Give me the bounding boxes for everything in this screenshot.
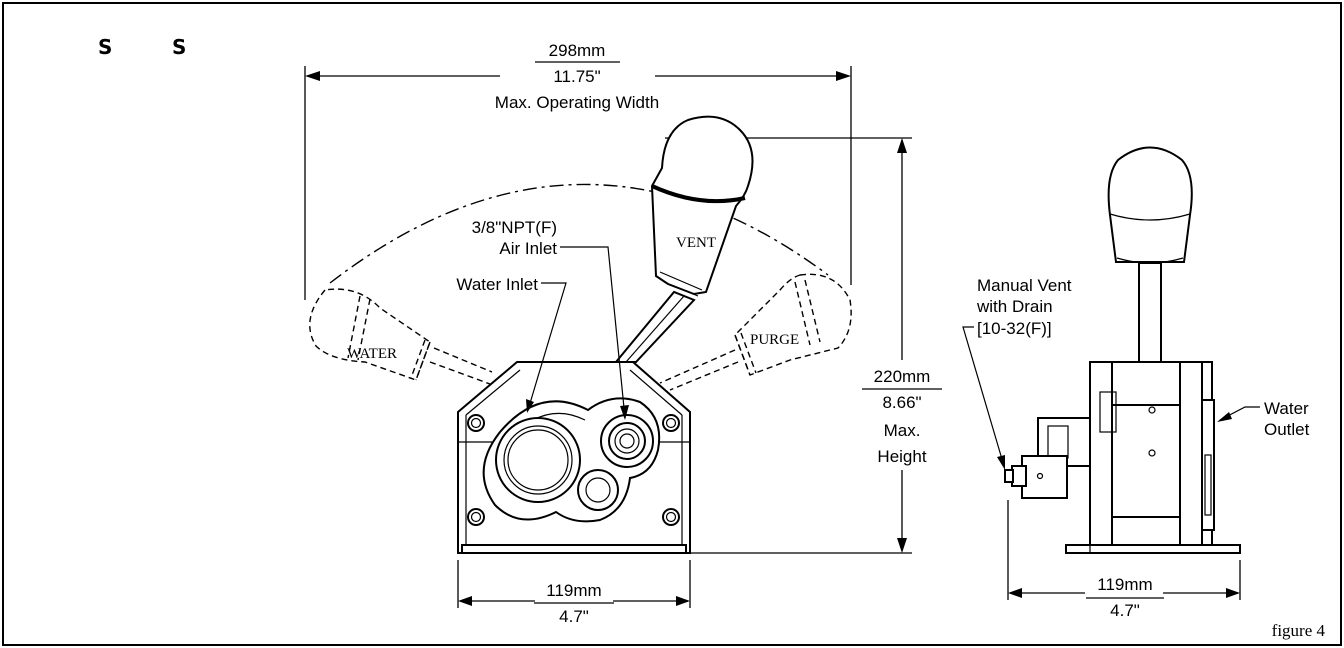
manual-vent-callout: Manual Vent with Drain [10-32(F)] bbox=[962, 276, 1072, 470]
water-handle-label: WATER bbox=[347, 346, 397, 362]
height-mm: 220mm bbox=[874, 367, 931, 386]
manual-vent-label-1: Manual Vent bbox=[977, 276, 1072, 295]
figure-caption: figure 4 bbox=[1272, 621, 1326, 640]
side-knob bbox=[1107, 146, 1193, 263]
corner-mark-left: S bbox=[98, 35, 112, 59]
height-label-max: Max. bbox=[884, 421, 921, 440]
front-view: WATER PURGE VENT bbox=[309, 115, 852, 554]
side-base-inch: 4.7" bbox=[1110, 601, 1140, 620]
width-inch: 11.75" bbox=[553, 67, 600, 86]
water-outlet-callout: Water Outlet bbox=[1217, 399, 1310, 439]
side-base-dimension: 119mm 4.7" bbox=[1007, 500, 1241, 620]
manual-vent-label-3: [10-32(F)] bbox=[977, 319, 1052, 338]
purge-handle-label: PURGE bbox=[750, 332, 799, 348]
lever-shaft bbox=[613, 290, 696, 363]
side-view bbox=[1004, 146, 1241, 554]
front-base-dimension: 119mm 4.7" bbox=[457, 560, 691, 626]
water-inlet-label: Water Inlet bbox=[456, 275, 538, 294]
height-inch: 8.66" bbox=[882, 393, 921, 412]
width-dimension: 298mm 11.75" Max. Operating Width bbox=[304, 41, 852, 300]
air-inlet-label: Air Inlet bbox=[499, 239, 557, 258]
width-mm: 298mm bbox=[549, 41, 606, 60]
vent-handle-label: VENT bbox=[676, 235, 716, 251]
purge-ghost-handle: PURGE bbox=[659, 273, 852, 391]
height-label-height: Height bbox=[877, 447, 926, 466]
water-inlet-callout: Water Inlet bbox=[456, 275, 567, 413]
height-dimension: 220mm 8.66" Max. Height bbox=[665, 137, 942, 554]
air-inlet-label-spec: 3/8"NPT(F) bbox=[472, 218, 557, 237]
corner-mark-right: S bbox=[172, 35, 186, 59]
vent-knob bbox=[650, 115, 754, 296]
manual-vent-label-2: with Drain bbox=[976, 297, 1053, 316]
water-ghost-handle: WATER bbox=[309, 288, 493, 385]
side-base-mm: 119mm bbox=[1097, 575, 1152, 594]
air-inlet-callout: 3/8"NPT(F) Air Inlet bbox=[472, 218, 629, 420]
lever-sweep-arc bbox=[329, 183, 829, 284]
width-label: Max. Operating Width bbox=[495, 93, 659, 112]
front-base-inch: 4.7" bbox=[559, 607, 589, 626]
front-base-mm: 119mm bbox=[546, 581, 601, 600]
water-outlet-label-1: Water bbox=[1264, 399, 1309, 418]
water-outlet-label-2: Outlet bbox=[1264, 420, 1310, 439]
